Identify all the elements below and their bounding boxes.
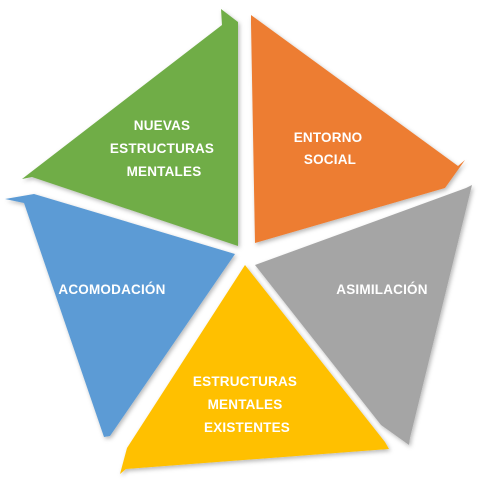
segment-label-estructuras-existentes: ESTRUCTURAS MENTALES EXISTENTES <box>193 374 301 435</box>
label-line: ENTORNO <box>294 130 363 145</box>
segment-shape-entorno-social <box>251 15 465 243</box>
label-line: MENTALES <box>208 397 283 412</box>
segment-label-acomodacion: ACOMODACIÓN <box>58 282 165 297</box>
segment-label-nuevas-estructuras: NUEVAS ESTRUCTURAS MENTALES <box>110 118 218 179</box>
label-line: EXISTENTES <box>204 420 290 435</box>
label-line: ESTRUCTURAS <box>110 141 214 156</box>
segment-nuevas-estructuras: NUEVAS ESTRUCTURAS MENTALES <box>22 9 238 246</box>
segment-shape-asimilacion <box>255 185 472 445</box>
segment-shape-nuevas-estructuras <box>22 9 238 246</box>
label-line: ESTRUCTURAS <box>193 374 297 389</box>
label-line: MENTALES <box>127 164 202 179</box>
segment-acomodacion: ACOMODACIÓN <box>5 194 235 437</box>
segment-label-entorno-social: ENTORNO SOCIAL <box>294 130 367 167</box>
segment-asimilacion: ASIMILACIÓN <box>255 185 472 445</box>
segment-shape-acomodacion <box>5 194 235 437</box>
label-line: ACOMODACIÓN <box>58 282 165 297</box>
label-line: NUEVAS <box>134 118 190 133</box>
label-line: SOCIAL <box>304 152 356 167</box>
segment-estructuras-existentes: ESTRUCTURAS MENTALES EXISTENTES <box>120 265 389 474</box>
label-line: ASIMILACIÓN <box>336 282 427 297</box>
segment-shape-estructuras-existentes <box>120 265 389 474</box>
segment-label-asimilacion: ASIMILACIÓN <box>336 282 427 297</box>
segment-entorno-social: ENTORNO SOCIAL <box>251 15 465 243</box>
